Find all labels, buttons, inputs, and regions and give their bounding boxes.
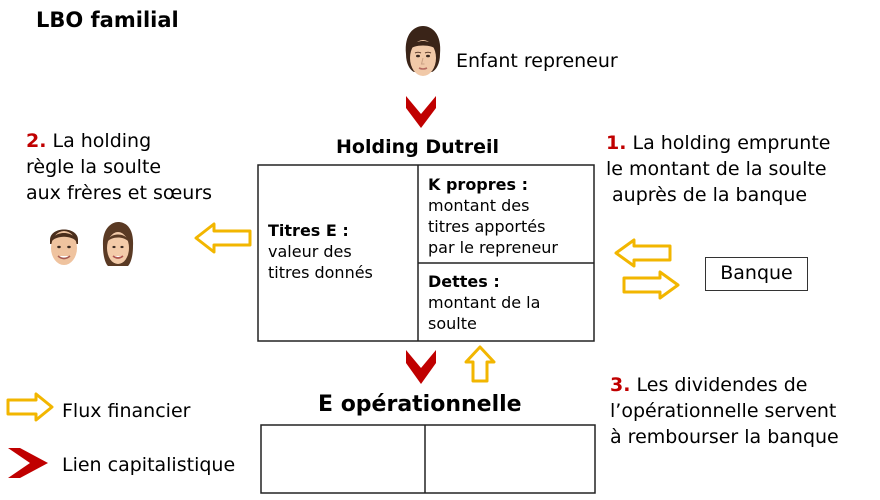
kpropres-line: montant des bbox=[428, 196, 530, 215]
enfant-repreneur-label: Enfant repreneur bbox=[456, 50, 618, 72]
man-face-icon bbox=[50, 229, 78, 265]
page-title: LBO familial bbox=[36, 8, 179, 32]
legend-flux-label: Flux financier bbox=[62, 400, 191, 422]
capital-arrow-down-icon bbox=[406, 350, 436, 384]
flux-arrow-left-icon bbox=[614, 238, 672, 268]
titres-line: titres donnés bbox=[268, 263, 373, 282]
kpropres-line: par le repreneur bbox=[428, 238, 558, 257]
banque-box: Banque bbox=[705, 257, 808, 291]
dettes-line: montant de la bbox=[428, 293, 541, 312]
step-1-line: auprès de la banque bbox=[606, 184, 808, 206]
step-2-line: règle la soulte bbox=[26, 156, 162, 178]
capital-arrow-down-icon bbox=[406, 96, 436, 128]
step-2-line: La holding bbox=[52, 130, 152, 152]
legend-lien-label: Lien capitalistique bbox=[62, 454, 236, 476]
dettes-line: soulte bbox=[428, 314, 477, 333]
eop-box bbox=[260, 424, 596, 494]
step-1: 1. La holding emprunte le montant de la … bbox=[606, 130, 831, 208]
kpropres-heading: K propres : bbox=[428, 175, 528, 194]
step-3-line: à rembourser la banque bbox=[610, 426, 839, 448]
holding-box bbox=[257, 164, 595, 342]
legend-capital-arrow-icon bbox=[8, 448, 48, 478]
step-2: 2. La holding règle la soulte aux frères… bbox=[26, 128, 212, 206]
titres-line: valeur des bbox=[268, 242, 352, 261]
eop-title: E opérationnelle bbox=[318, 392, 522, 417]
step-1-number: 1. bbox=[606, 132, 627, 154]
dettes-heading: Dettes : bbox=[428, 272, 500, 291]
flux-arrow-left-icon bbox=[194, 222, 252, 254]
step-2-line: aux frères et sœurs bbox=[26, 182, 213, 204]
step-1-line: le montant de la soulte bbox=[606, 158, 827, 180]
dettes-cell: Dettes : montant de la soulte bbox=[428, 271, 592, 334]
woman-face-icon bbox=[102, 222, 134, 266]
kpropres-line: titres apportés bbox=[428, 217, 546, 236]
step-3-line: Les dividendes de bbox=[636, 374, 808, 396]
kpropres-cell: K propres : montant des titres apportés … bbox=[428, 174, 592, 258]
flux-arrow-up-icon bbox=[464, 345, 496, 383]
step-3-line: l’opérationnelle servent bbox=[610, 400, 837, 422]
legend-flux-arrow-icon bbox=[6, 392, 54, 422]
titres-cell: Titres E : valeur des titres donnés bbox=[268, 220, 418, 283]
step-3: 3. Les dividendes de l’opérationnelle se… bbox=[610, 372, 839, 450]
holding-title: Holding Dutreil bbox=[336, 136, 499, 158]
step-3-number: 3. bbox=[610, 374, 631, 396]
step-2-number: 2. bbox=[26, 130, 47, 152]
step-1-line: La holding emprunte bbox=[632, 132, 831, 154]
titres-heading: Titres E : bbox=[268, 221, 349, 240]
flux-arrow-right-icon bbox=[622, 270, 680, 300]
enfant-face-icon bbox=[405, 26, 441, 76]
